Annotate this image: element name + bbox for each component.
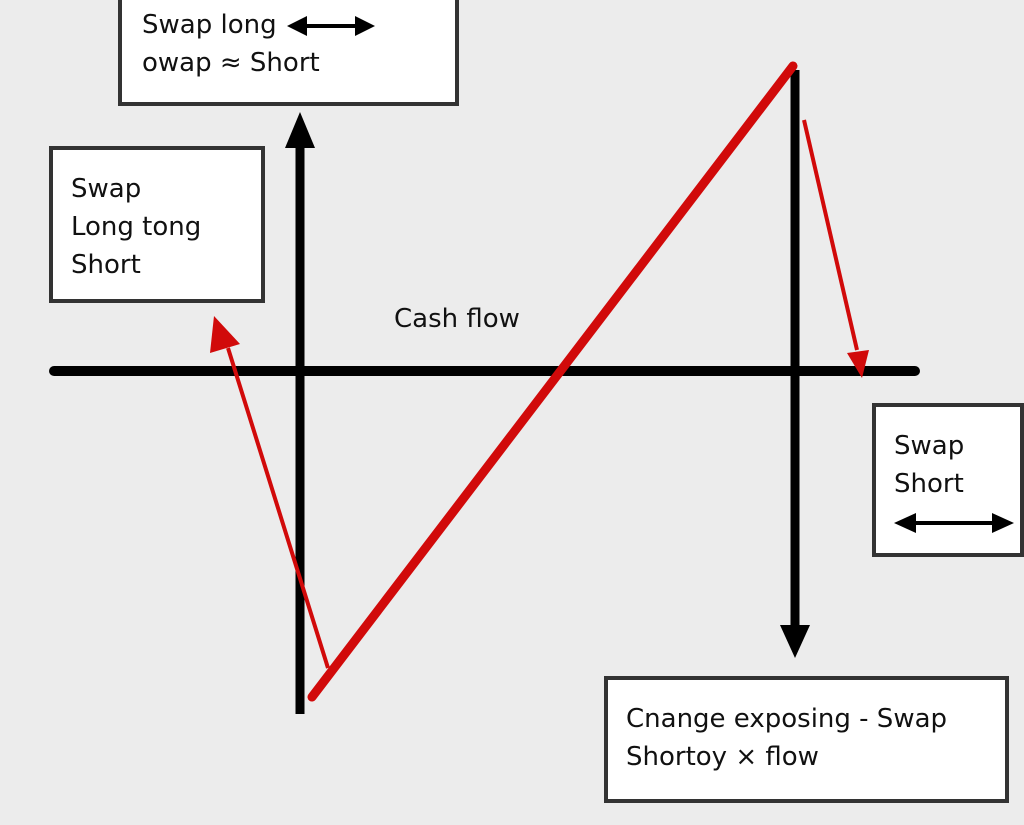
left-box-line-3: Short [71,250,141,280]
top-box-line-1-text: Swap long [142,10,277,40]
left-label-box: Swap Long tong Short [49,146,265,303]
left-box-line-2: Long tong [71,212,202,242]
up-arrowhead-icon [285,112,315,148]
right-box-line-2: Short [894,469,964,499]
cash-flow-label: Cash flow [394,304,520,334]
bottom-box-line-2: Shortoy ⨯ flow [626,742,819,772]
bottom-label-box: Cnange exposing - Swap Shortoy ⨯ flow [604,676,1009,803]
left-red-arrowhead-icon [210,316,240,353]
double-headed-arrow-icon [286,15,375,36]
top-label-box: Swap long owap ≈ Short [118,0,459,106]
left-box-line-1: Swap [71,174,142,204]
right-box-line-1: Swap [894,431,965,461]
double-headed-arrow-icon [894,512,1014,533]
right-label-box: Swap Short [872,403,1024,557]
top-box-line-1: Swap long [142,6,455,44]
right-box-arrow-row [894,503,1020,541]
bottom-box-line-1: Cnange exposing - Swap [626,704,948,734]
main-diagonal-flow-line [307,61,798,702]
down-arrowhead-icon [780,625,810,658]
left-red-arrow-shaft [226,347,330,669]
right-red-arrow-shaft [802,119,859,351]
right-red-arrowhead-icon [847,350,869,378]
top-box-line-2: owap ≈ Short [142,48,320,78]
